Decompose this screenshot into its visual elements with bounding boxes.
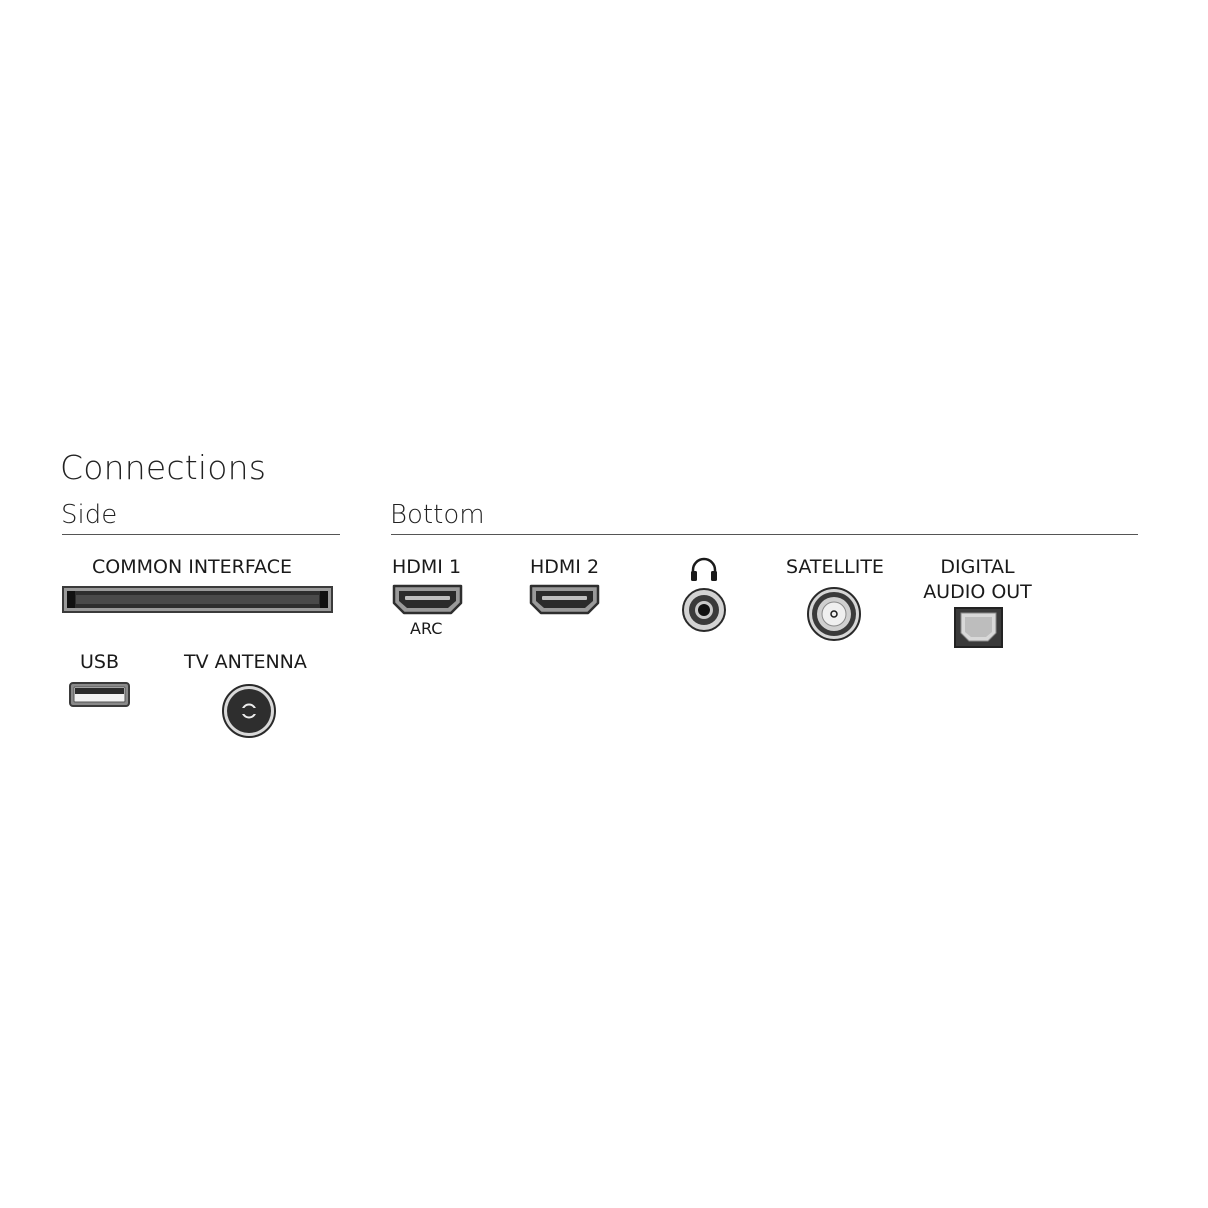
hdmi1-port-icon <box>392 584 463 615</box>
usb-label: USB <box>80 651 120 673</box>
common-interface-label: COMMON INTERFACE <box>92 556 292 578</box>
satellite-port-icon <box>807 587 861 641</box>
ci-slot-icon <box>62 586 333 613</box>
headphone-jack-icon <box>682 588 726 632</box>
usb-port-icon <box>69 682 130 707</box>
hdmi1-label: HDMI 1 <box>392 556 462 578</box>
page-title: Connections <box>60 448 267 487</box>
section-side-divider <box>62 534 340 535</box>
satellite-label: SATELLITE <box>786 556 884 578</box>
hdmi2-port-icon <box>529 584 600 615</box>
hdmi2-label: HDMI 2 <box>530 556 600 578</box>
optical-port-icon <box>954 607 1003 648</box>
section-bottom-divider <box>391 534 1138 535</box>
digital-audio-out-label-line2: AUDIO OUT <box>923 581 1032 603</box>
hdmi1-arc-label: ARC <box>410 619 443 638</box>
tv-antenna-label: TV ANTENNA <box>184 651 307 673</box>
headphone-icon <box>691 557 717 581</box>
digital-audio-out-label-line1: DIGITAL <box>940 556 1015 578</box>
antenna-port-icon <box>222 684 276 738</box>
section-side-heading: Side <box>61 500 118 530</box>
section-bottom-heading: Bottom <box>390 500 485 530</box>
